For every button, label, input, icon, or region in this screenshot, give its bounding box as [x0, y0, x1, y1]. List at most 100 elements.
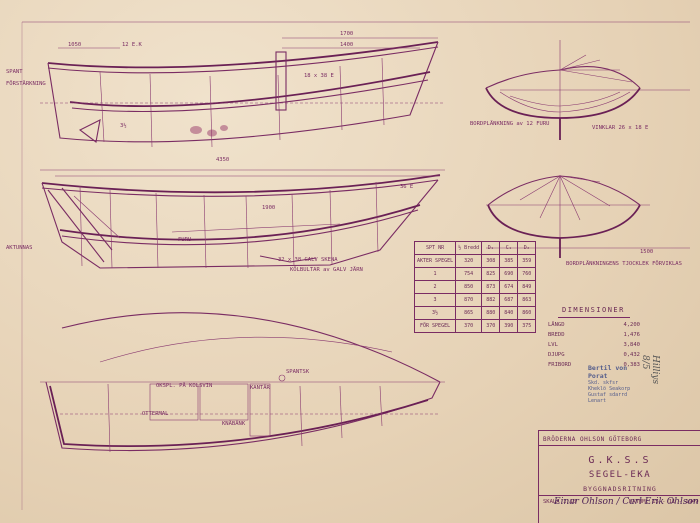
table-cell: 687	[499, 293, 519, 307]
label-furu: FURU	[178, 237, 192, 243]
dimension-label: LVL	[548, 342, 558, 348]
table-cell: 760	[517, 267, 537, 281]
dimension-label: FRIBORD	[548, 362, 572, 368]
label-spant: SPANT	[6, 69, 23, 75]
drawing-subtitle: SEGEL-EKA	[588, 470, 652, 480]
dimension-label: DJUPG	[548, 352, 565, 358]
table-cell: 880	[481, 306, 501, 320]
dim-1050: 1050	[68, 42, 82, 48]
label-forstarkning: FÖRSTÄRKNING	[6, 81, 46, 87]
label-aktunnas: AKTUNNAS	[6, 245, 33, 251]
table-cell: FÖR SPEGEL	[413, 319, 457, 333]
dim-1900: 1900	[262, 205, 276, 211]
table-cell: 674	[499, 280, 519, 294]
title-block: BRÖDERNA OHLSON GÖTEBORG G.K.S.S SEGEL-E…	[538, 430, 700, 523]
table-cell: 754	[455, 267, 483, 281]
table-cell: 359	[517, 254, 537, 268]
table-cell: 375	[517, 319, 537, 333]
table-cell: 882	[481, 293, 501, 307]
dimension-label: BREDD	[548, 332, 565, 338]
table-cell: 690	[499, 267, 519, 281]
plan-view	[40, 312, 445, 453]
table-cell: 2	[413, 280, 457, 294]
table-cell: 865	[455, 306, 483, 320]
dimension-row: LÄNGD 4,200	[548, 322, 648, 332]
title-block-header: BRÖDERNA OHLSON GÖTEBORG	[543, 436, 642, 443]
dimension-value: 0,383	[623, 362, 640, 368]
label-knaebank: KNÄBÄNK	[222, 421, 246, 427]
table-row: FÖR SPEGEL 370 370 390 375	[413, 319, 537, 333]
dimension-row: LVL 3,840	[548, 342, 648, 352]
table-row: 3 870 882 687 863	[413, 293, 537, 307]
drawing-name: G.K.S.S	[588, 455, 652, 466]
label-surrplatta: OKSPL. PÅ KOLSVIN	[156, 383, 213, 389]
dimensions-title: DIMENSIONER	[562, 306, 625, 314]
label-galv-skena: 32 x 38 GALV SKENA	[278, 257, 338, 263]
dimensions-underline	[558, 317, 630, 318]
dim-1400: 1400	[340, 42, 354, 48]
dimension-value: 3,840	[623, 342, 640, 348]
table-header: C₁	[499, 241, 519, 255]
label-bordplankning: BORDPLÄNKNING av 12 FURU	[470, 121, 550, 127]
table-header: D₁	[481, 241, 501, 255]
label-ottermal: OTTERMAL	[142, 411, 169, 417]
stamp-line: Gustaf sdarrd	[588, 392, 628, 398]
dim-1500: 1500	[640, 249, 654, 255]
dimension-label: LÄNGD	[548, 322, 565, 328]
label-bordplankning-tjocklek: BORDPLÄNKNINGENS TJOCKLEK FÖRVIKLAS	[566, 261, 682, 267]
signature: Einar Ohlson / Carl Erik Ohlson	[554, 497, 699, 507]
dim-12ek: 12 E.K	[122, 42, 142, 48]
table-row: 2 850 873 674 849	[413, 280, 537, 294]
handwritten-side-note: Hilliys 8/5	[640, 355, 660, 385]
stamp-line: Lenart	[588, 398, 607, 404]
table-cell: 849	[517, 280, 537, 294]
table-cell: 390	[499, 319, 519, 333]
table-cell: 870	[455, 293, 483, 307]
dimension-row: DJUPG 0,432	[548, 352, 648, 362]
label-kantar: KANTÄR	[250, 385, 270, 391]
label-vinklar: VINKLAR 26 x 18 E	[592, 125, 649, 131]
dimension-value: 0,432	[623, 352, 640, 358]
dimension-row: FRIBORD 0,383	[548, 362, 648, 372]
table-cell: 3	[413, 293, 457, 307]
body-plan-top	[485, 40, 690, 140]
label-kolbultar: KÖLBULTAR av GALV JÄRN	[290, 267, 363, 273]
table-cell: 873	[481, 280, 501, 294]
dimensions-block: DIMENSIONER LÄNGD 4,200 BREDD 1,476 LVL …	[548, 306, 648, 372]
table-row: 1 754 825 690 760	[413, 267, 537, 281]
construction-profile	[40, 169, 445, 269]
drawing-kind: BYGGNADSRITNING	[583, 485, 657, 493]
table-header: SPT NR	[413, 241, 457, 255]
table-cell: 320	[455, 254, 483, 268]
stamp-line: Kheklö Seakorp	[588, 386, 631, 392]
dimension-row: BREDD 1,476	[548, 332, 648, 342]
dim-3half: 3½	[120, 123, 127, 129]
table-cell: AKTER SPEGEL	[413, 254, 457, 268]
dim-1700: 1700	[340, 31, 354, 37]
dim-18x38: 18 x 38 E	[304, 73, 334, 79]
table-cell: 370	[455, 319, 483, 333]
dim-4350: 4350	[216, 157, 230, 163]
drawing-scale: SKALA 1:10	[543, 499, 577, 505]
table-header: D₂	[517, 241, 537, 255]
table-cell: 1	[413, 267, 457, 281]
title-block-divider	[539, 445, 700, 446]
dimension-value: 1,476	[623, 332, 640, 338]
table-cell: 840	[499, 306, 519, 320]
table-cell: 860	[517, 306, 537, 320]
table-cell: 3½	[413, 306, 457, 320]
table-cell: 825	[481, 267, 501, 281]
drawing-date: DATUM: 15 - 11 - 1949	[629, 499, 699, 505]
table-cell: 370	[481, 319, 501, 333]
table-cell: 863	[517, 293, 537, 307]
table-cell: 385	[499, 254, 519, 268]
table-row: 3½ 865 880 840 860	[413, 306, 537, 320]
table-header-row: SPT NR ½ Bredd D₁ C₁ D₂	[413, 241, 537, 255]
table-header: ½ Bredd	[455, 241, 483, 255]
table-row: AKTER SPEGEL 320 308 385 359	[413, 254, 537, 268]
profile-view	[40, 37, 445, 148]
stamp-role: Skd. skfsr	[588, 380, 619, 386]
table-cell: 850	[455, 280, 483, 294]
